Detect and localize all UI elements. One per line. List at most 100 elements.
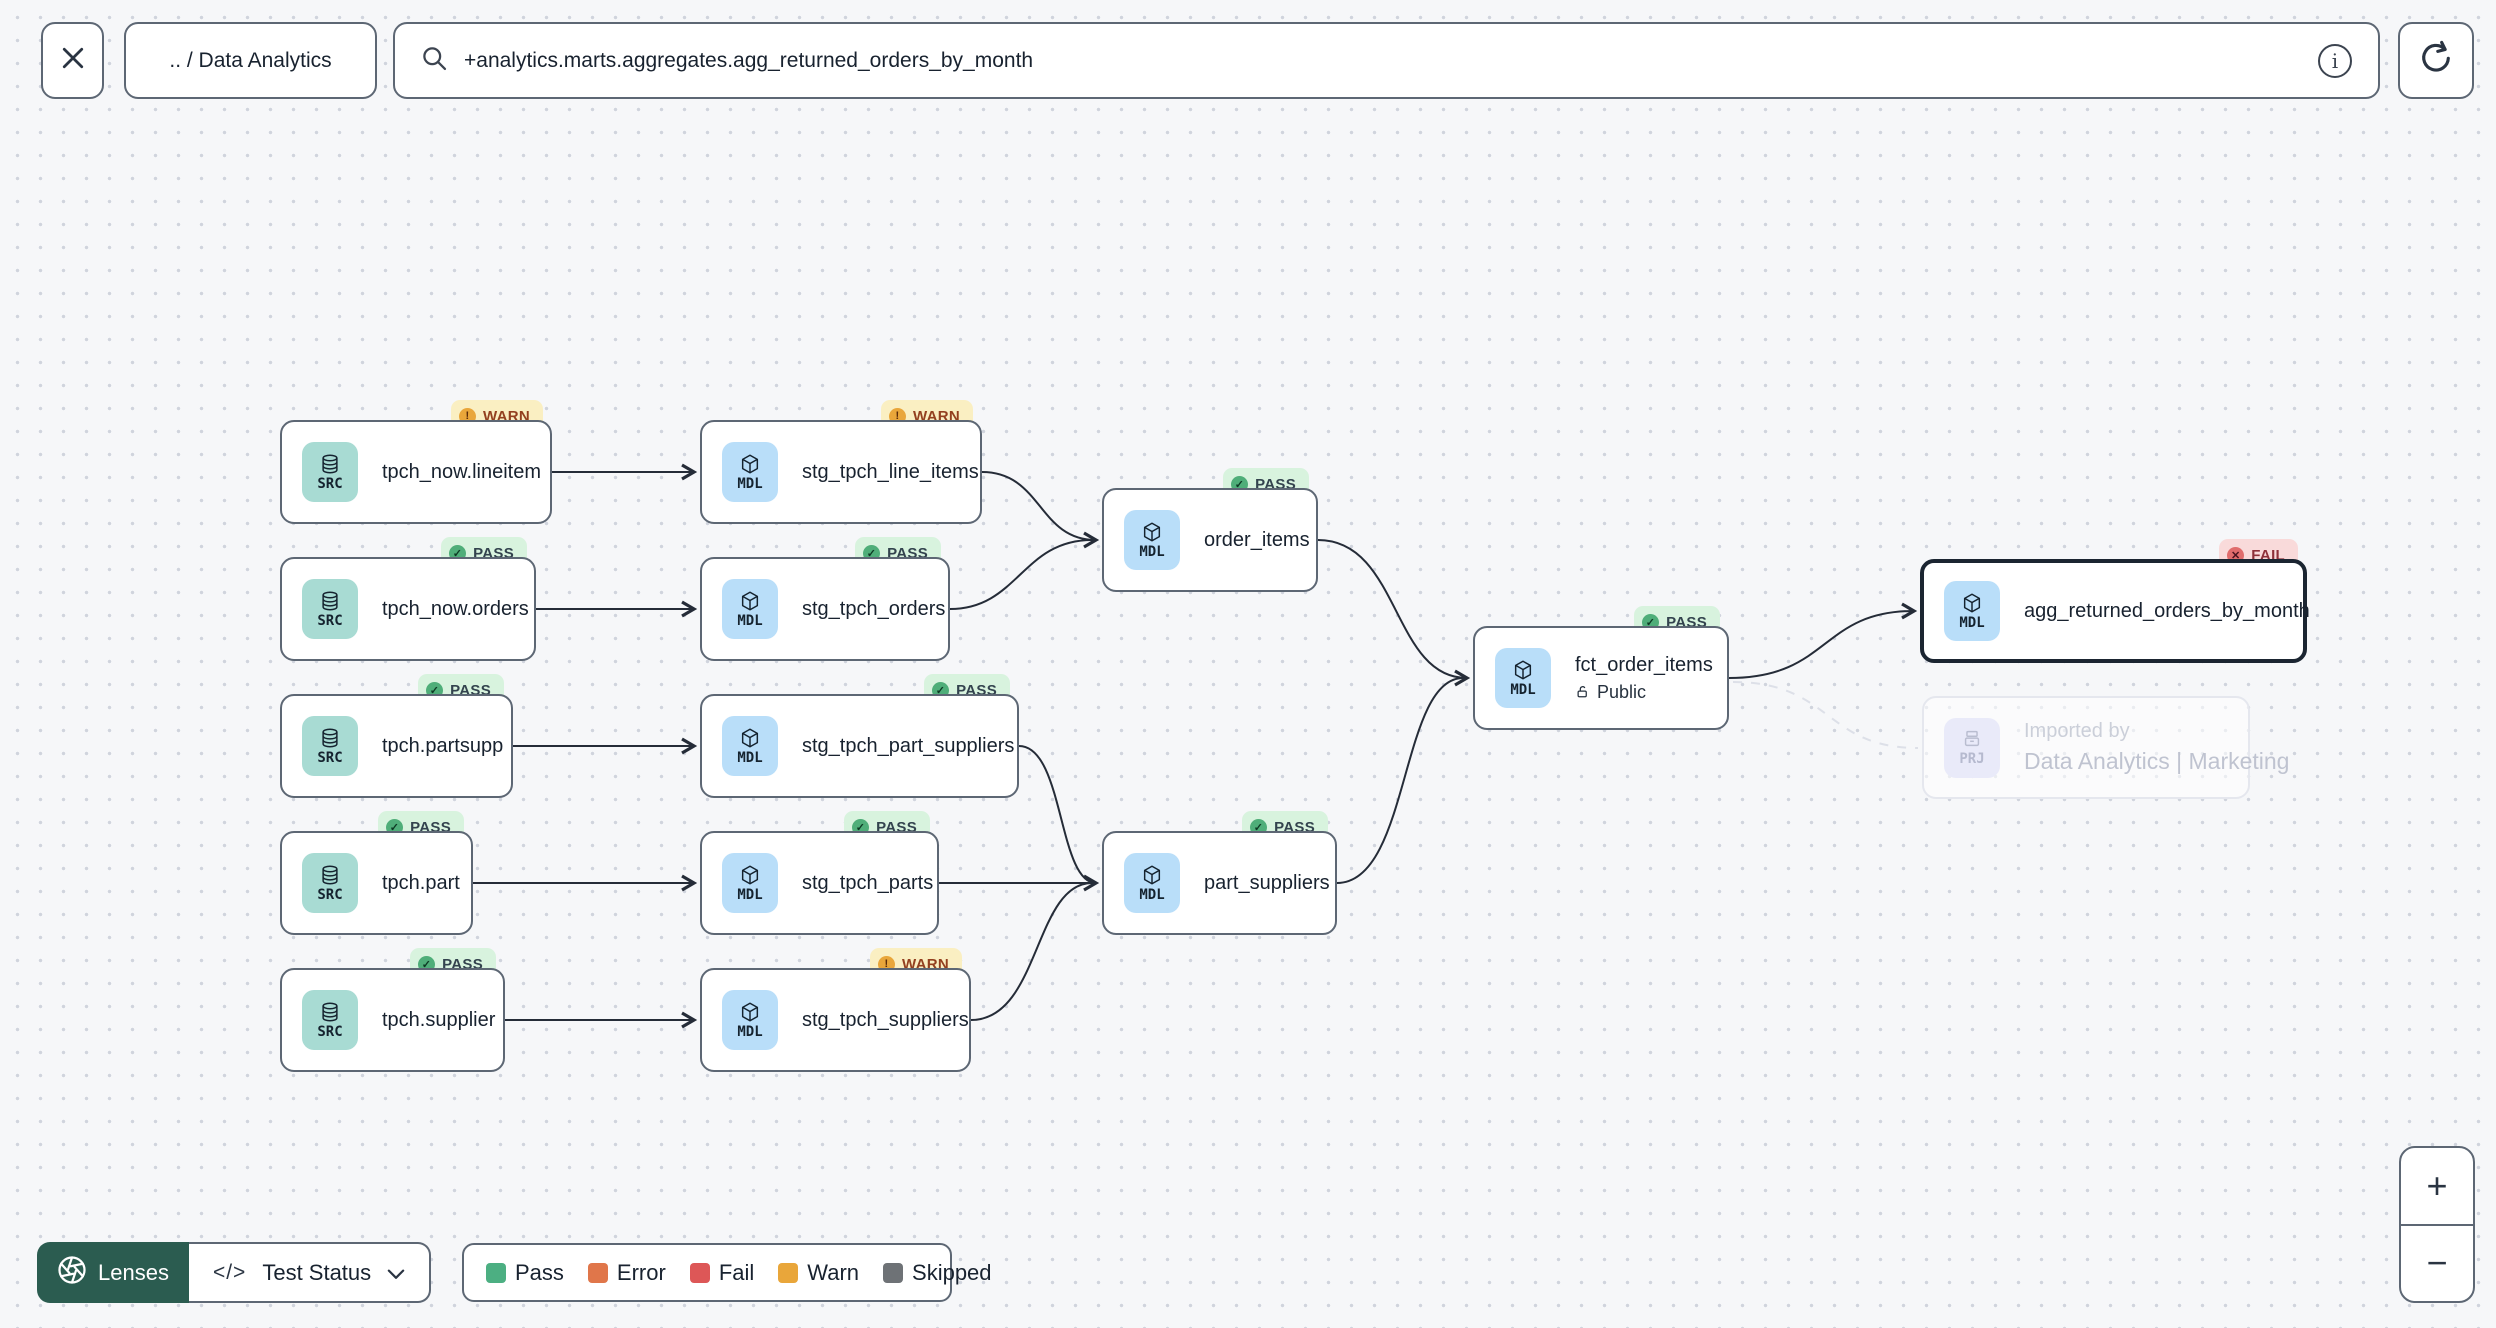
edge-stg-line-items-to-order-items — [981, 471, 1100, 549]
database-icon — [322, 728, 338, 747]
cube-icon — [741, 1002, 759, 1021]
model-type-chip: MDL — [722, 579, 778, 639]
node-title: agg_returned_orders_by_month — [2024, 599, 2310, 622]
minus-icon: − — [2426, 1242, 2448, 1284]
zoom-control: + − — [2399, 1146, 2475, 1303]
model-type-chip: MDL — [722, 442, 778, 502]
cube-icon — [1143, 522, 1161, 541]
fail-swatch — [689, 1262, 710, 1283]
graph-node-fct_order_items[interactable]: ✓PASS MDL fct_order_items Public — [1473, 606, 1729, 730]
aperture-icon — [57, 1255, 87, 1291]
edge-order-items-to-fct-order-items — [1317, 539, 1471, 687]
legend-item-fail: Fail — [689, 1260, 754, 1286]
graph-node-stg_tpch_suppliers[interactable]: !WARN MDL stg_tpch_suppliers — [700, 948, 971, 1072]
node-title: fct_order_items — [1575, 653, 1713, 676]
node-title: stg_tpch_suppliers — [802, 1008, 969, 1031]
lenses-button[interactable]: Lenses — [37, 1242, 189, 1303]
graph-node-imported-project[interactable]: PRJ Imported by Data Analytics | Marketi… — [1922, 696, 2289, 799]
graph-node-stg_tpch_line_items[interactable]: !WARN MDL stg_tpch_line_items — [700, 400, 982, 524]
cube-icon — [1963, 593, 1981, 612]
edge-stg-suppliers-to-part-suppliers — [970, 882, 1093, 1021]
cube-icon — [741, 454, 759, 473]
lens-selector[interactable]: </> Test Status — [188, 1242, 432, 1303]
zoom-in-button[interactable]: + — [2401, 1148, 2473, 1226]
model-type-chip: MDL — [1495, 648, 1551, 708]
cube-icon — [1143, 865, 1161, 884]
database-icon — [322, 1002, 338, 1021]
graph-node-order_items[interactable]: ✓PASS MDL order_items — [1102, 468, 1318, 592]
graph-node-tpch.partsupp[interactable]: ✓PASS SRC tpch.partsupp — [280, 674, 513, 798]
breadcrumb[interactable]: .. / Data Analytics — [124, 22, 377, 99]
node-title: order_items — [1204, 528, 1310, 551]
cube-icon — [741, 728, 759, 747]
graph-node-tpch_now.lineitem[interactable]: !WARN SRC tpch_now.lineitem — [280, 400, 552, 524]
graph-node-tpch.part[interactable]: ✓PASS SRC tpch.part — [280, 811, 473, 935]
code-icon: </> — [212, 1260, 247, 1284]
test-status-legend: Pass Error Fail Warn Skipped — [462, 1243, 992, 1302]
lens-selected-label: Test Status — [262, 1259, 372, 1285]
node-title: tpch_now.lineitem — [382, 460, 541, 483]
edge-fct-order-items-to-imported-project — [1732, 681, 1919, 749]
model-type-chip: MDL — [1944, 581, 2000, 641]
node-title: stg_tpch_orders — [802, 597, 946, 620]
node-title: stg_tpch_parts — [802, 871, 934, 894]
lenses-control: Lenses </> Test Status — [37, 1242, 432, 1303]
database-icon — [322, 454, 338, 473]
legend-item-skipped: Skipped — [883, 1260, 992, 1286]
pass-swatch — [486, 1262, 506, 1283]
warn-swatch — [778, 1262, 799, 1283]
search-input[interactable] — [464, 48, 2302, 73]
node-title: part_suppliers — [1204, 871, 1330, 894]
skipped-swatch — [883, 1262, 904, 1283]
graph-node-agg_returned_orders_by_month[interactable]: ✕FAIL MDL agg_returned_orders_by_month — [1920, 539, 2310, 663]
cube-icon — [741, 591, 759, 610]
access-label: Public — [1575, 682, 1713, 703]
project-type-chip: PRJ — [1944, 717, 2000, 778]
graph-node-stg_tpch_parts[interactable]: ✓PASS MDL stg_tpch_parts — [700, 811, 939, 935]
plus-icon: + — [2426, 1164, 2448, 1206]
close-icon — [58, 43, 88, 78]
info-icon[interactable]: i — [2318, 43, 2352, 78]
cube-icon — [741, 865, 759, 884]
graph-node-tpch.supplier[interactable]: ✓PASS SRC tpch.supplier — [280, 948, 505, 1072]
source-type-chip: SRC — [302, 579, 358, 639]
model-type-chip: MDL — [722, 990, 778, 1050]
source-type-chip: SRC — [302, 442, 358, 502]
imported-by-label: Imported by — [2024, 720, 2130, 742]
graph-node-stg_tpch_orders[interactable]: ✓PASS MDL stg_tpch_orders — [700, 537, 950, 661]
node-title: tpch.part — [382, 871, 460, 894]
model-type-chip: MDL — [1124, 853, 1180, 913]
node-title: tpch.partsupp — [382, 734, 504, 757]
model-type-chip: MDL — [1124, 510, 1180, 570]
database-icon — [322, 865, 338, 884]
node-title: stg_tpch_line_items — [802, 460, 979, 483]
search-icon — [421, 45, 448, 77]
source-type-chip: SRC — [302, 990, 358, 1050]
lenses-label: Lenses — [98, 1259, 169, 1285]
source-type-chip: SRC — [302, 716, 358, 776]
database-icon — [322, 591, 338, 610]
legend-item-warn: Warn — [778, 1260, 859, 1286]
graph-node-tpch_now.orders[interactable]: ✓PASS SRC tpch_now.orders — [280, 537, 536, 661]
zoom-out-button[interactable]: − — [2401, 1226, 2473, 1302]
node-title: stg_tpch_part_suppliers — [802, 734, 1015, 757]
project-icon — [1964, 730, 1980, 747]
node-title: tpch.supplier — [382, 1008, 496, 1031]
node-title: Data Analytics | Marketing — [2024, 748, 2290, 774]
graph-node-part_suppliers[interactable]: ✓PASS MDL part_suppliers — [1102, 811, 1337, 935]
error-swatch — [587, 1262, 608, 1283]
search-box: i — [393, 22, 2380, 99]
edge-stg-part-suppliers-to-part-suppliers — [1018, 745, 1100, 892]
legend-item-pass: Pass — [486, 1260, 564, 1286]
graph-node-stg_tpch_part_suppliers[interactable]: ✓PASS MDL stg_tpch_part_suppliers — [700, 674, 1019, 798]
close-button[interactable] — [41, 22, 104, 99]
model-type-chip: MDL — [722, 853, 778, 913]
chevron-down-icon — [387, 1260, 405, 1286]
cube-icon — [1514, 660, 1532, 679]
source-type-chip: SRC — [302, 853, 358, 913]
node-title: tpch_now.orders — [382, 597, 529, 620]
breadcrumb-label: .. / Data Analytics — [169, 48, 332, 72]
refresh-button[interactable] — [2398, 22, 2474, 99]
